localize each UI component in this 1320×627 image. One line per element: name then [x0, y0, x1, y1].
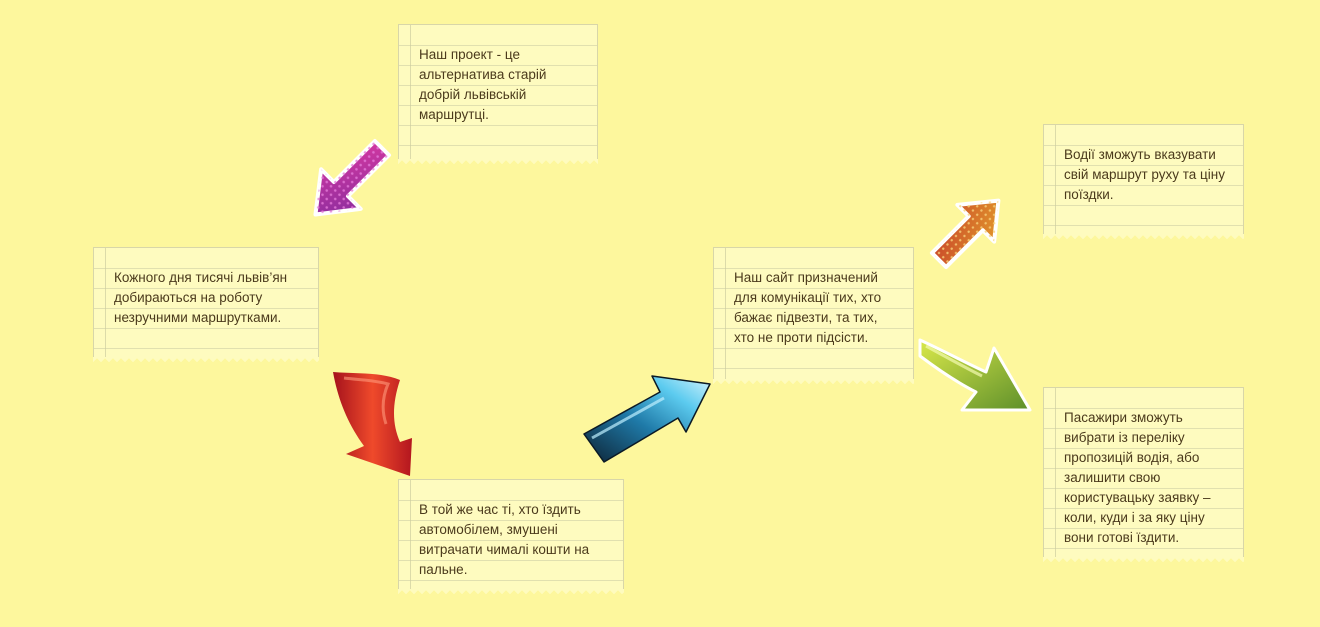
- note-site: Наш сайт призначений для комунікації тих…: [713, 247, 914, 385]
- note-project: Наш проект - це альтернатива старій добр…: [398, 24, 598, 165]
- note-site-text: Наш сайт призначений для комунікації тих…: [734, 270, 882, 345]
- note-cars-text: В той же час ті, хто їздить автомобілем,…: [419, 502, 590, 577]
- purple-arrow-icon: [313, 138, 392, 217]
- note-daily-text: Кожного дня тисячі львів’ян добираються …: [114, 270, 288, 325]
- note-cars: В той же час ті, хто їздить автомобілем,…: [398, 479, 624, 595]
- blue-arrow-icon: [583, 375, 711, 463]
- orange-arrow-icon: [929, 198, 1001, 270]
- red-arrow-icon: [333, 372, 412, 476]
- note-drivers-text: Водії зможуть вказувати свій маршрут рух…: [1064, 147, 1225, 202]
- note-drivers: Водії зможуть вказувати свій маршрут рух…: [1043, 124, 1244, 240]
- note-passengers: Пасажири зможуть вибрати із переліку про…: [1043, 387, 1244, 563]
- note-passengers-text: Пасажири зможуть вибрати із переліку про…: [1064, 410, 1211, 545]
- green-arrow-icon: [918, 338, 1032, 412]
- note-daily: Кожного дня тисячі львів’ян добираються …: [93, 247, 319, 363]
- note-project-text: Наш проект - це альтернатива старій добр…: [419, 47, 547, 122]
